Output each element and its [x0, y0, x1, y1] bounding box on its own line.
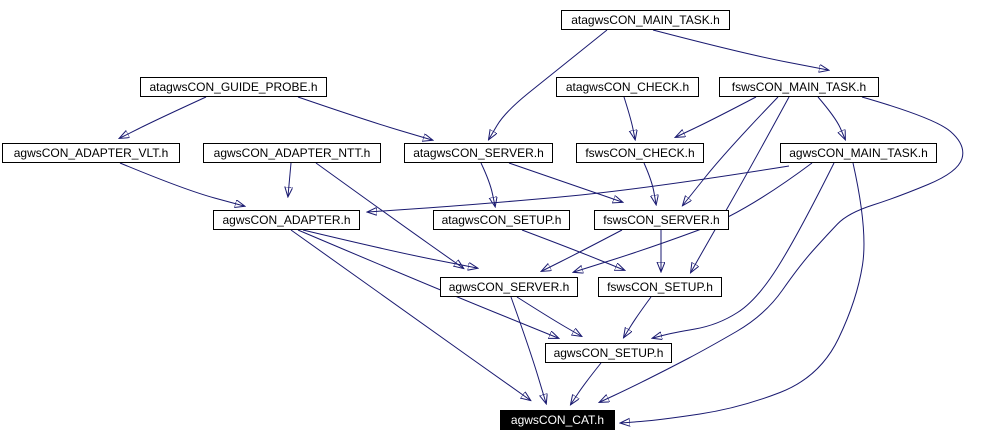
node-label: fswsCON_CHECK.h: [585, 146, 695, 160]
edge-fswsCON_MAIN_TASK-to-fswsCON_SETUP: [691, 96, 790, 272]
node-fswsCON_CHECK[interactable]: fswsCON_CHECK.h: [576, 143, 704, 163]
node-label: agwsCON_MAIN_TASK.h: [789, 146, 928, 160]
edge-atagwsCON_GUIDE_PROBE-to-atagwsCON_SERVER: [297, 96, 432, 140]
node-label: atagwsCON_SERVER.h: [413, 146, 544, 160]
node-agwsCON_SETUP[interactable]: agwsCON_SETUP.h: [545, 343, 672, 363]
edge-fswsCON_SERVER-to-agwsCON_SERVER: [542, 229, 623, 271]
edge-fswsCON_MAIN_TASK-to-agwsCON_CAT: [600, 96, 964, 402]
edge-agwsCON_MAIN_TASK-to-agwsCON_SETUP: [653, 162, 835, 338]
node-agwsCON_MAIN_TASK[interactable]: agwsCON_MAIN_TASK.h: [780, 143, 937, 163]
edge-agwsCON_SERVER-to-agwsCON_SETUP: [516, 296, 581, 336]
node-label: agwsCON_ADAPTER.h: [222, 213, 351, 227]
edge-agwsCON_SERVER-to-agwsCON_CAT: [510, 296, 546, 403]
edge-agwsCON_MAIN_TASK-to-agwsCON_SERVER: [574, 162, 813, 272]
node-label: agwsCON_ADAPTER_NTT.h: [213, 146, 371, 160]
node-label: atagwsCON_CHECK.h: [565, 80, 690, 94]
node-agwsCON_CAT[interactable]: agwsCON_CAT.h: [500, 410, 615, 430]
edge-agwsCON_ADAPTER-to-agwsCON_SERVER: [302, 229, 477, 268]
edge-atagwsCON_GUIDE_PROBE-to-agwsCON_ADAPTER_VLT: [120, 96, 207, 138]
edge-atagwsCON_CHECK-to-fswsCON_CHECK: [623, 96, 635, 139]
node-label: fswsCON_SERVER.h: [603, 213, 720, 227]
node-fswsCON_SERVER[interactable]: fswsCON_SERVER.h: [594, 210, 729, 230]
edge-agwsCON_ADAPTER_NTT-to-agwsCON_SERVER: [315, 162, 463, 268]
node-label: agwsCON_SERVER.h: [448, 280, 570, 294]
node-atagwsCON_CHECK[interactable]: atagwsCON_CHECK.h: [556, 77, 699, 97]
edge-agwsCON_ADAPTER_VLT-to-agwsCON_ADAPTER: [119, 162, 244, 206]
edge-atagwsCON_SETUP-to-fswsCON_SETUP: [521, 229, 624, 270]
node-label: atagwsCON_GUIDE_PROBE.h: [149, 80, 318, 94]
node-atagwsCON_SETUP[interactable]: atagwsCON_SETUP.h: [433, 210, 570, 230]
edge-fswsCON_MAIN_TASK-to-agwsCON_MAIN_TASK: [817, 96, 845, 139]
edge-agwsCON_MAIN_TASK-to-agwsCON_ADAPTER: [368, 165, 790, 212]
node-fswsCON_SETUP[interactable]: fswsCON_SETUP.h: [598, 277, 722, 297]
node-label: agwsCON_SETUP.h: [553, 346, 664, 360]
edge-atagwsCON_MAIN_TASK-to-atagwsCON_SERVER: [489, 29, 608, 139]
node-label: atagwsCON_SETUP.h: [441, 213, 562, 227]
edge-agwsCON_ADAPTER_NTT-to-agwsCON_ADAPTER: [288, 162, 291, 196]
edge-fswsCON_MAIN_TASK-to-fswsCON_CHECK: [676, 96, 757, 137]
edge-agwsCON_MAIN_TASK-to-agwsCON_CAT: [621, 162, 865, 423]
edge-agwsCON_ADAPTER-to-agwsCON_CAT: [290, 229, 530, 400]
edge-atagwsCON_MAIN_TASK-to-fswsCON_MAIN_TASK: [652, 29, 828, 70]
node-agwsCON_ADAPTER[interactable]: agwsCON_ADAPTER.h: [213, 210, 360, 230]
node-label: agwsCON_CAT.h: [510, 413, 605, 427]
edge-atagwsCON_SERVER-to-atagwsCON_SETUP: [480, 162, 495, 206]
node-atagwsCON_GUIDE_PROBE[interactable]: atagwsCON_GUIDE_PROBE.h: [140, 77, 327, 97]
node-atagwsCON_SERVER[interactable]: atagwsCON_SERVER.h: [404, 143, 553, 163]
edge-fswsCON_CHECK-to-fswsCON_SERVER: [643, 162, 656, 204]
edge-atagwsCON_SERVER-to-fswsCON_SERVER: [508, 162, 622, 202]
edge-fswsCON_MAIN_TASK-to-fswsCON_SERVER: [683, 96, 779, 205]
node-atagwsCON_MAIN_TASK[interactable]: atagwsCON_MAIN_TASK.h: [561, 10, 730, 30]
edge-fswsCON_SETUP-to-agwsCON_SETUP: [624, 296, 652, 337]
node-label: agwsCON_ADAPTER_VLT.h: [13, 146, 169, 160]
node-label: fswsCON_SETUP.h: [607, 280, 713, 294]
node-agwsCON_SERVER[interactable]: agwsCON_SERVER.h: [440, 277, 578, 297]
node-fswsCON_MAIN_TASK[interactable]: fswsCON_MAIN_TASK.h: [719, 77, 879, 97]
edge-agwsCON_ADAPTER-to-agwsCON_SETUP: [297, 229, 558, 338]
node-label: atagwsCON_MAIN_TASK.h: [571, 13, 720, 27]
node-label: fswsCON_MAIN_TASK.h: [731, 80, 867, 94]
node-agwsCON_ADAPTER_VLT[interactable]: agwsCON_ADAPTER_VLT.h: [2, 143, 180, 163]
edge-agwsCON_SETUP-to-agwsCON_CAT: [571, 362, 602, 404]
node-agwsCON_ADAPTER_NTT[interactable]: agwsCON_ADAPTER_NTT.h: [203, 143, 381, 163]
